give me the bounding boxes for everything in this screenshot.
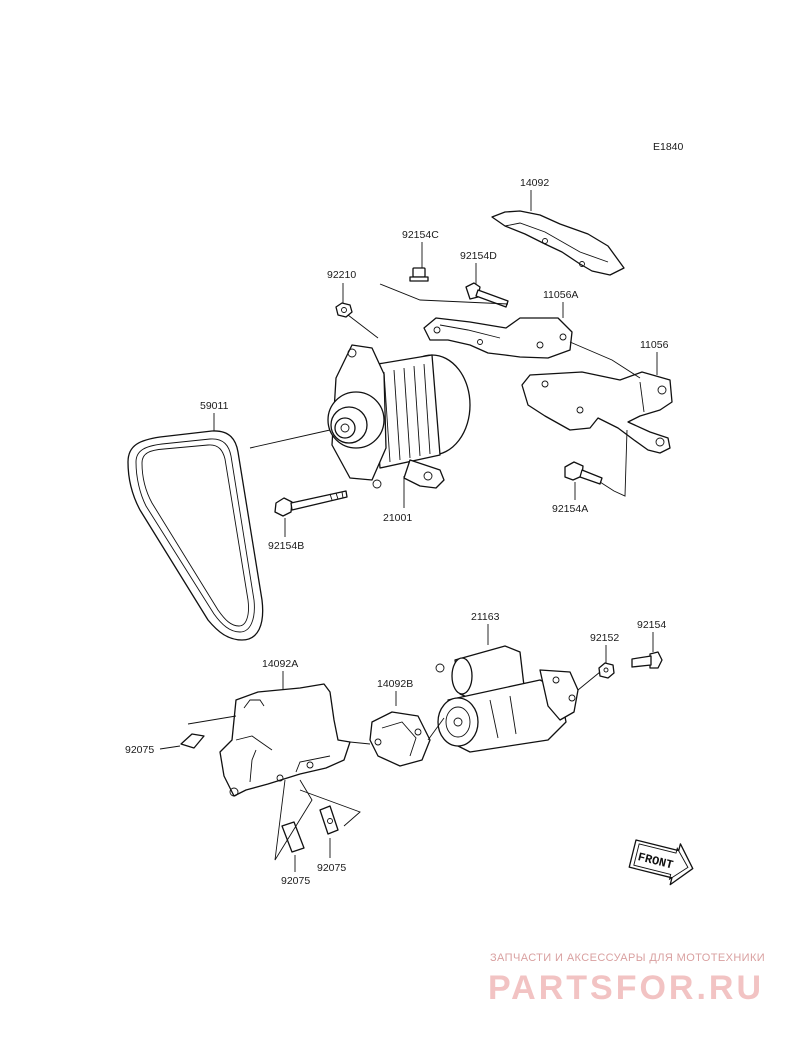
label-92075-left: 92075	[125, 744, 154, 756]
label-11056: 11056	[640, 339, 669, 351]
label-92154C: 92154C	[402, 229, 439, 241]
bolt-92154D[interactable]	[465, 282, 509, 308]
pad-92075-right[interactable]	[319, 805, 339, 835]
label-11056A: 11056A	[543, 289, 578, 301]
label-92154D: 92154D	[460, 250, 497, 262]
bolt-92154B[interactable]	[274, 490, 348, 517]
bracket-11056A[interactable]	[423, 317, 573, 359]
label-21001: 21001	[383, 512, 412, 524]
alternator-21001[interactable]	[327, 344, 471, 489]
bolt-92154C[interactable]	[409, 267, 429, 282]
pad-92075-mid[interactable]	[281, 821, 305, 853]
cover-14092A[interactable]	[219, 683, 351, 797]
pad-92075-left[interactable]	[180, 733, 205, 749]
starter-21163[interactable]	[435, 645, 579, 753]
label-14092B: 14092B	[377, 678, 413, 690]
label-14092: 14092	[520, 177, 549, 189]
label-92154A: 92154A	[552, 503, 588, 515]
label-92152: 92152	[590, 632, 619, 644]
bracket-11056[interactable]	[521, 371, 673, 454]
label-59011: 59011	[200, 400, 229, 412]
label-92154B: 92154B	[268, 540, 304, 552]
cover-14092B[interactable]	[369, 711, 431, 767]
label-92154: 92154	[637, 619, 666, 631]
label-92075-mid: 92075	[281, 875, 310, 887]
label-21163: 21163	[471, 611, 500, 623]
nut-92210[interactable]	[335, 302, 353, 318]
diagram-code: E1840	[653, 141, 684, 153]
label-92210: 92210	[327, 269, 356, 281]
nut-92152[interactable]	[598, 662, 615, 679]
watermark-brand: PARTSFOR.RU	[488, 969, 764, 1007]
watermark-tagline: ЗАПЧАСТИ И АКСЕССУАРЫ ДЛЯ МОТОТЕХНИКИ	[490, 952, 765, 964]
label-14092A: 14092A	[262, 658, 298, 670]
label-92075-right: 92075	[317, 862, 346, 874]
belt-59011[interactable]	[127, 430, 264, 641]
front-arrow-icon: FRONT	[628, 839, 694, 886]
cover-14092[interactable]	[491, 210, 625, 276]
bolt-92154[interactable]	[631, 651, 663, 669]
bolt-92154A[interactable]	[564, 461, 603, 485]
